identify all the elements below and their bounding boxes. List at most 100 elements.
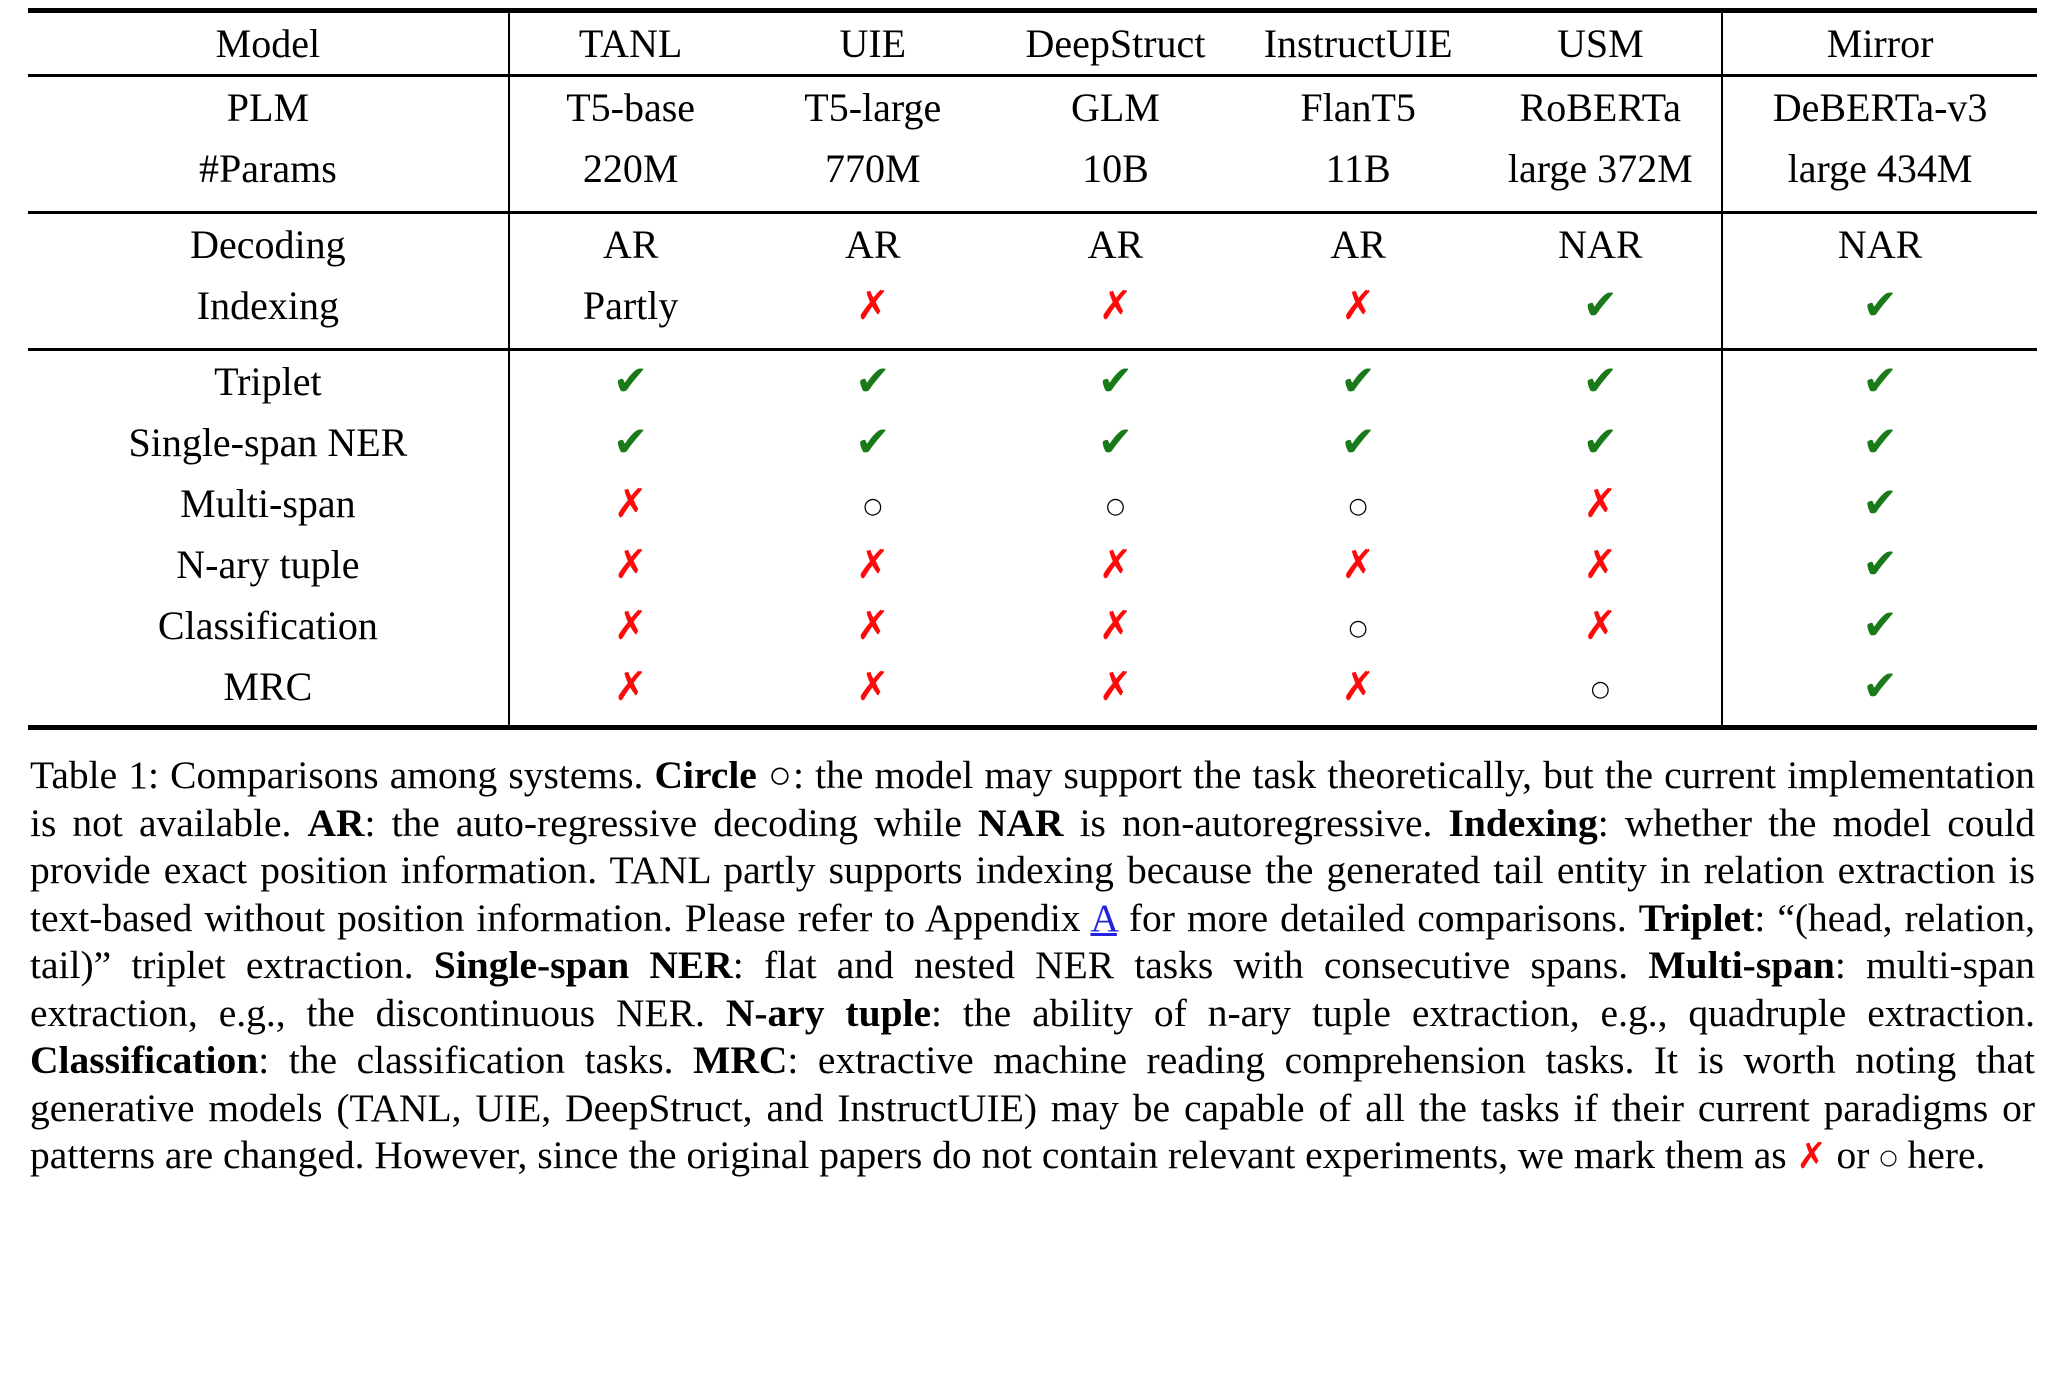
- cell-mrc-deepstruct: ✗: [994, 656, 1237, 717]
- cell-triplet-instructuie: ✔: [1236, 348, 1480, 412]
- cross-icon: ✗: [856, 603, 890, 649]
- cell-multispan-instructuie: ○: [1237, 473, 1480, 534]
- cell-multispan-tanl: ✗: [507, 473, 752, 534]
- check-icon: ✔: [1862, 539, 1898, 588]
- check-icon: ✔: [1582, 417, 1618, 466]
- cell-classification-uie: ✗: [751, 595, 994, 656]
- cell-singlespan-deepstruct: ✔: [994, 412, 1237, 473]
- cross-icon: ✗: [1098, 664, 1133, 710]
- cell-params-instructuie: 11B: [1325, 146, 1391, 191]
- cell-multispan-deepstruct: ○: [994, 473, 1237, 534]
- header-col-instructuie: InstructUIE: [1236, 8, 1480, 76]
- row-label-plm: PLM: [28, 74, 509, 138]
- check-icon: ✔: [1862, 280, 1898, 329]
- cell-mrc-tanl: ✗: [507, 656, 752, 717]
- caption-text-3: : the auto-regressive decoding while: [364, 800, 978, 845]
- check-icon: ✔: [613, 356, 649, 405]
- cell-decoding-tanl: AR: [507, 211, 752, 275]
- caption-term-classification: Classification: [30, 1038, 259, 1082]
- cross-icon: ✗: [1098, 603, 1133, 649]
- circle-icon: ○: [1348, 616, 1368, 641]
- spacer-after-params: [28, 199, 2037, 213]
- cross-icon: ✗: [1341, 542, 1375, 588]
- check-icon: ✔: [855, 417, 891, 466]
- cell-singlespan-tanl: ✔: [507, 412, 752, 473]
- cell-singlespan-instructuie: ✔: [1237, 412, 1480, 473]
- check-icon: ✔: [613, 417, 649, 466]
- cell-plm-deepstruct: GLM: [994, 74, 1237, 138]
- caption-text-4: is non-autoregressive.: [1063, 800, 1449, 845]
- table-bottom-rule: [28, 717, 2037, 730]
- header-col-mirror: Mirror: [1721, 8, 2037, 76]
- cell-mrc-instructuie: ✗: [1237, 656, 1480, 717]
- cell-multispan-usm: ✗: [1479, 473, 1722, 534]
- check-icon: ✔: [1582, 280, 1618, 329]
- cell-classification-deepstruct: ✗: [994, 595, 1237, 656]
- cross-icon: ✗: [1341, 664, 1375, 710]
- row-label-multi-span: Multi-span: [180, 481, 356, 526]
- cell-params-usm: large 372M: [1507, 146, 1693, 191]
- caption-text-8: : flat and nested NER tasks with consecu…: [732, 943, 1649, 987]
- check-icon: ✔: [855, 356, 891, 405]
- cross-icon: ✗: [856, 542, 890, 588]
- caption-text-12: : extractive machine reading comprehensi…: [30, 1038, 2035, 1177]
- caption-term-ar: AR: [307, 800, 365, 845]
- cell-mrc-usm: ○: [1479, 656, 1722, 717]
- table-header-row: Model TANL UIE DeepStruct InstructUIE US…: [28, 8, 2037, 76]
- caption-term-nar: NAR: [977, 800, 1064, 845]
- row-decoding: Decoding AR AR AR AR NAR NAR: [28, 211, 2037, 275]
- cell-classification-usm: ✗: [1479, 595, 1722, 656]
- cross-icon: ✗: [1098, 283, 1133, 329]
- check-icon: ✔: [1582, 356, 1618, 405]
- check-icon: ✔: [1862, 356, 1898, 405]
- cell-decoding-deepstruct: AR: [994, 211, 1237, 275]
- check-icon: ✔: [1340, 417, 1376, 466]
- cell-nary-mirror: ✔: [1721, 534, 2037, 595]
- cell-classification-mirror: ✔: [1721, 595, 2037, 656]
- caption-text-5: : whether the model could provide exact …: [30, 800, 2035, 940]
- cell-plm-uie: T5-large: [751, 74, 995, 138]
- caption-circle-icon: ○: [1879, 1145, 1898, 1169]
- cell-triplet-usm: ✔: [1479, 348, 1723, 412]
- caption-term-n-ary-tuple: N-ary tuple: [725, 990, 932, 1035]
- row-label-triplet: Triplet: [28, 348, 509, 412]
- cell-decoding-mirror: NAR: [1721, 211, 2037, 275]
- caption-term-triplet: Triplet: [1638, 895, 1755, 940]
- caption-term-circle: Circle: [654, 753, 757, 797]
- header-col-uie: UIE: [751, 8, 995, 76]
- cross-icon: ✗: [613, 664, 648, 710]
- row-n-ary-tuple: N-ary tuple ✗ ✗ ✗ ✗ ✗ ✔: [28, 534, 2037, 595]
- cell-classification-tanl: ✗: [507, 595, 752, 656]
- cell-plm-tanl: T5-base: [507, 74, 752, 138]
- cell-plm-usm: RoBERTa: [1479, 74, 1723, 138]
- cell-triplet-mirror: ✔: [1721, 348, 2037, 412]
- cell-params-uie: 770M: [825, 146, 921, 191]
- row-label-indexing: Indexing: [196, 283, 339, 328]
- cell-nary-tanl: ✗: [507, 534, 752, 595]
- cross-icon: ✗: [1341, 283, 1375, 329]
- appendix-a-link[interactable]: A: [1090, 895, 1117, 940]
- cell-params-tanl: 220M: [507, 138, 752, 199]
- cell-classification-instructuie: ○: [1237, 595, 1480, 656]
- header-col-usm: USM: [1479, 8, 1723, 76]
- row-label-decoding: Decoding: [28, 211, 509, 275]
- caption-text-2: ○: the model may support the task theore…: [30, 753, 2035, 845]
- cell-indexing-uie: ✗: [751, 275, 994, 336]
- caption-text-7: : “(head, relation, tail)” triplet extra…: [30, 895, 2035, 988]
- row-single-span-ner: Single-span NER ✔ ✔ ✔ ✔ ✔ ✔: [28, 412, 2037, 473]
- circle-icon: ○: [1105, 494, 1126, 519]
- cell-decoding-instructuie: AR: [1236, 211, 1480, 275]
- caption-text-13: or: [1826, 1133, 1880, 1177]
- cell-triplet-uie: ✔: [751, 348, 995, 412]
- table-figure-page: Model TANL UIE DeepStruct InstructUIE US…: [0, 8, 2065, 1381]
- row-label-params: #Params: [199, 146, 337, 191]
- caption-label: Table 1:: [30, 753, 160, 797]
- table-body: Model TANL UIE DeepStruct InstructUIE US…: [28, 8, 2037, 730]
- header-col-tanl: TANL: [507, 8, 752, 76]
- check-icon: ✔: [1097, 356, 1134, 405]
- cell-indexing-instructuie: ✗: [1237, 275, 1480, 336]
- cell-multispan-mirror: ✔: [1721, 473, 2037, 534]
- cell-mrc-mirror: ✔: [1721, 656, 2037, 717]
- cell-plm-instructuie: FlanT5: [1236, 74, 1480, 138]
- cell-triplet-tanl: ✔: [507, 348, 752, 412]
